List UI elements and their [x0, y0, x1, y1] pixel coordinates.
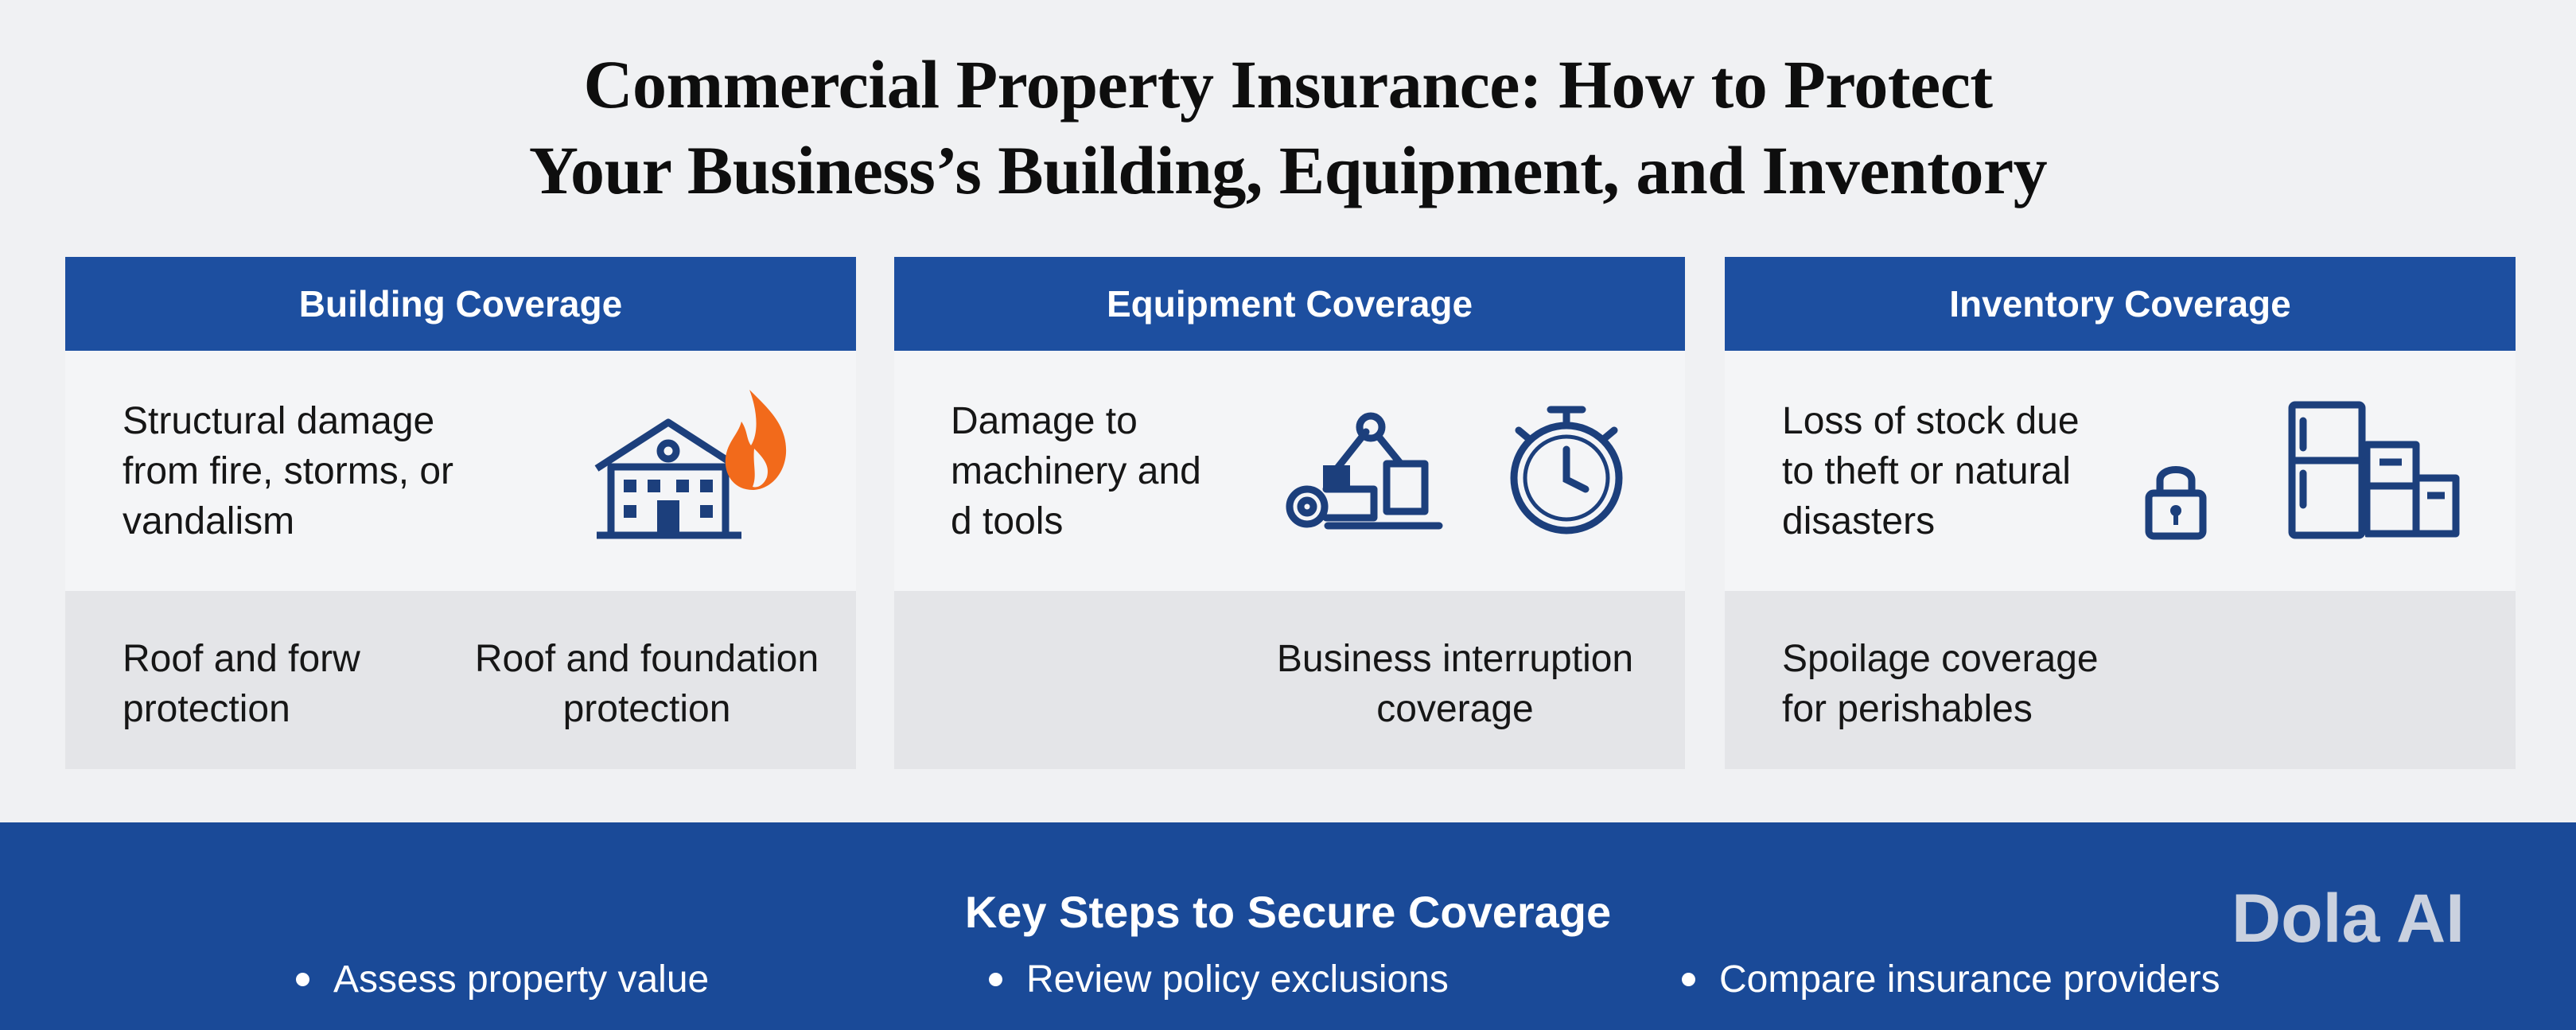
- equipment-desc-line-2: machinery and: [951, 450, 1201, 492]
- title-line-2: Your Business’s Building, Equipment, and…: [528, 132, 2048, 208]
- building-bottom-left-text: Roof and forw protection: [123, 634, 360, 734]
- fire-icon: [725, 390, 787, 490]
- inventory-coverage-bottom: Spoilage coverage for perishables: [1725, 591, 2516, 769]
- key-steps-title: Key Steps to Secure Coverage: [964, 887, 1612, 937]
- building-coverage-title: Building Coverage: [298, 283, 623, 325]
- equipment-desc-line-1: Damage to: [951, 400, 1138, 442]
- bullet-icon: [296, 973, 309, 986]
- refrigerator-icon: [2288, 401, 2366, 539]
- building-bottom-left-line-1: Roof and forw: [123, 638, 360, 680]
- title-line-1: Commercial Property Insurance: How to Pr…: [583, 46, 1993, 122]
- building-bottom-right-line-1: Roof and foundation: [474, 638, 819, 680]
- building-desc-line-1: Structural damage: [123, 400, 435, 442]
- building-coverage-header: Building Coverage: [65, 257, 856, 351]
- step-label: Review policy exclusions: [1026, 958, 1449, 1001]
- equipment-coverage-card: Equipment Coverage Damage to machinery a…: [894, 257, 1685, 769]
- equipment-coverage-header: Equipment Coverage: [894, 257, 1685, 351]
- bullet-icon: [989, 973, 1002, 986]
- inventory-bottom-line-2: for perishables: [1782, 688, 2033, 730]
- robotic-arm-machinery-icon: [1286, 412, 1443, 530]
- equipment-desc-line-3: d tools: [951, 500, 1064, 542]
- building-bottom-right-line-2: protection: [562, 688, 731, 730]
- padlock-icon: [2145, 466, 2207, 540]
- watermark: Dola AI: [2232, 880, 2465, 957]
- step-item: Review policy exclusions: [989, 958, 1449, 1001]
- building-bottom-left-line-2: protection: [123, 688, 290, 730]
- inventory-desc-line-2: to theft or natural: [1782, 450, 2071, 492]
- inventory-coverage-card: Inventory Coverage Loss of stock due to …: [1725, 257, 2516, 769]
- inventory-coverage-top: Loss of stock due to theft or natural di…: [1725, 351, 2516, 591]
- step-label: Assess property value: [333, 958, 710, 1001]
- building-coverage-card: Building Coverage Structural damage from…: [65, 257, 856, 769]
- boxes-icon: [2365, 441, 2460, 538]
- step-item: Assess property value: [296, 958, 709, 1001]
- step-label: Compare insurance providers: [1719, 958, 2220, 1001]
- building-coverage-bottom: Roof and forw protection Roof and founda…: [65, 591, 856, 769]
- building-desc-line-2: from fire, storms, or: [123, 450, 454, 492]
- building-icon: [594, 418, 742, 539]
- inventory-desc-line-1: Loss of stock due: [1782, 400, 2080, 442]
- stopwatch-icon: [1510, 406, 1623, 534]
- building-coverage-top: Structural damage from fire, storms, or …: [65, 351, 856, 591]
- inventory-bottom-text: Spoilage coverage for perishables: [1782, 634, 2099, 734]
- equipment-bottom-line-1: Business interruption: [1276, 638, 1634, 680]
- bullet-icon: [1682, 973, 1695, 986]
- inventory-coverage-title: Inventory Coverage: [1949, 283, 2291, 325]
- inventory-desc-line-3: disasters: [1782, 500, 1936, 542]
- building-desc-line-3: vandalism: [123, 500, 295, 542]
- inventory-coverage-description: Loss of stock due to theft or natural di…: [1782, 396, 2080, 546]
- equipment-coverage-title: Equipment Coverage: [1106, 283, 1473, 325]
- equipment-bottom-line-2: coverage: [1376, 688, 1534, 730]
- equipment-coverage-top: Damage to machinery and d tools: [894, 351, 1685, 591]
- inventory-bottom-line-1: Spoilage coverage: [1782, 638, 2099, 680]
- equipment-coverage-bottom: Business interruption coverage: [894, 591, 1685, 769]
- equipment-bottom-text: Business interruption coverage: [1244, 634, 1666, 734]
- building-bottom-right-text: Roof and foundation protection: [452, 634, 842, 734]
- equipment-coverage-description: Damage to machinery and d tools: [951, 396, 1201, 546]
- step-item: Compare insurance providers: [1682, 958, 2220, 1001]
- inventory-coverage-header: Inventory Coverage: [1725, 257, 2516, 351]
- page-title: Commercial Property Insurance: How to Pr…: [0, 41, 2576, 213]
- building-coverage-description: Structural damage from fire, storms, or …: [123, 396, 453, 546]
- key-steps-footer: Key Steps to Secure Coverage Assess prop…: [0, 822, 2576, 1030]
